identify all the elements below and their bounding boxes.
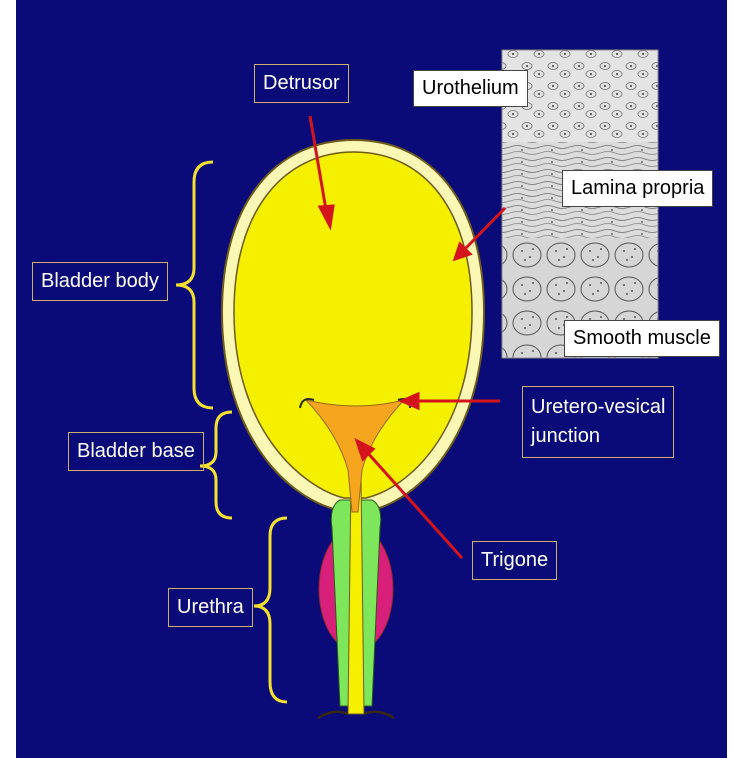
uretero-vesical-line-2: junction — [531, 422, 665, 451]
diagram-slide: Detrusor Urothelium Lamina propria Bladd… — [16, 0, 727, 758]
uretero-vesical-line-1: Uretero-vesical — [531, 393, 665, 422]
bladder-body-label: Bladder body — [32, 262, 168, 301]
trigone-label: Trigone — [472, 541, 557, 580]
smooth-muscle-label: Smooth muscle — [564, 320, 720, 357]
bladder-illustration — [16, 0, 727, 758]
urethra-lumen — [348, 478, 364, 714]
uretero-vesical-junction-label: Uretero-vesical junction — [522, 386, 674, 458]
urothelium-label: Urothelium — [413, 70, 528, 107]
lamina-propria-label: Lamina propria — [562, 170, 713, 207]
bladder-base-label: Bladder base — [68, 432, 204, 471]
urethra-label: Urethra — [168, 588, 253, 627]
detrusor-label: Detrusor — [254, 64, 349, 103]
